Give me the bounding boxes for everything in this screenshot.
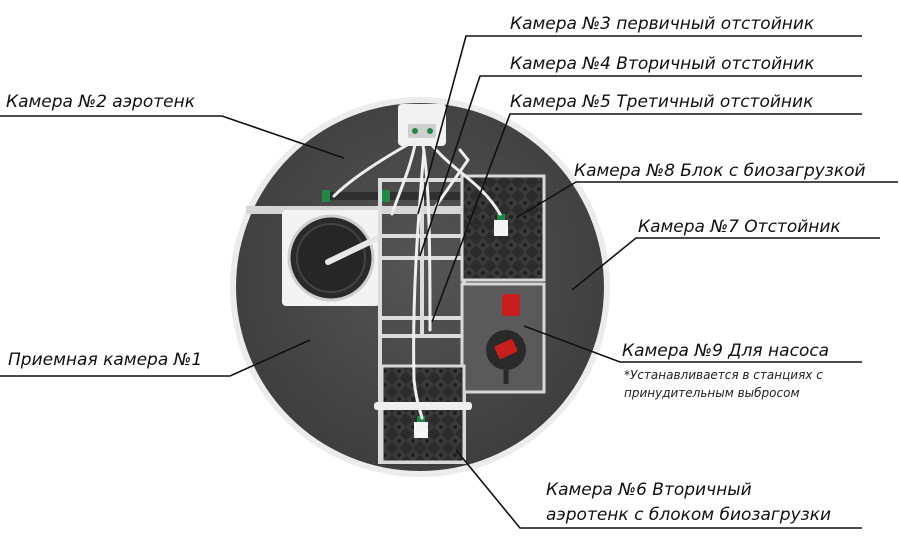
bioload-crossbar — [374, 402, 472, 410]
bioload-block-cam6 — [380, 364, 466, 464]
pump-indicator-icon — [502, 294, 520, 316]
label-camera-1: Приемная камера №1 — [8, 350, 203, 370]
bioload-sensor-icon — [494, 220, 508, 236]
pump-float-icon — [494, 339, 518, 359]
label-camera-3: Камера №3 первичный отстойник — [510, 14, 815, 34]
inlet-connector — [408, 124, 436, 138]
inlet-valve-icon — [412, 128, 418, 134]
label-camera-8: Камера №8 Блок с биозагрузкой — [574, 161, 866, 181]
camera-9-note-line-2: принудительным выбросом — [624, 386, 800, 400]
label-camera-9: Камера №9 Для насоса — [622, 341, 830, 361]
label-camera-4: Камера №4 Вторичный отстойник — [510, 54, 815, 74]
label-camera-2: Камера №2 аэротенк — [6, 92, 195, 112]
label-camera-5: Камера №5 Третичный отстойник — [510, 92, 814, 112]
bioload-sensor-icon — [414, 422, 428, 438]
inlet-valve-icon — [427, 128, 433, 134]
leader-lines — [0, 35, 898, 529]
pipe-connector-icon — [382, 190, 390, 202]
label-camera-7: Камера №7 Отстойник — [638, 217, 841, 237]
pipe-connector-icon — [322, 190, 330, 202]
label-camera-6-line-2: аэротенк с блоком биозагрузки — [546, 505, 832, 525]
camera-9-note-line-1: *Устанавливается в станциях с — [624, 368, 823, 382]
label-camera-6-line-1: Камера №6 Вторичный — [546, 480, 752, 500]
blower-hose — [325, 235, 381, 265]
sensor-connector-icon — [497, 214, 505, 220]
